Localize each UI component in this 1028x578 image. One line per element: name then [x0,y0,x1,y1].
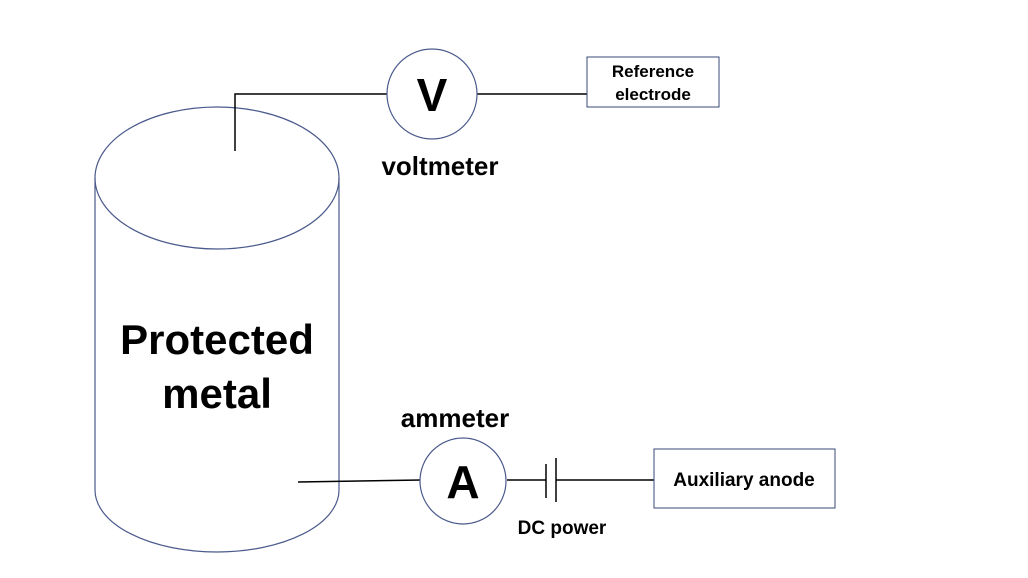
cylinder-label-line2: metal [162,370,272,417]
dc-power-source: DC power [518,458,654,539]
protected-metal-cylinder: Protected metal [94,106,340,553]
ammeter-circuit: A ammeter [297,403,546,525]
auxiliary-anode: Auxiliary anode [653,448,836,509]
ammeter-label: ammeter [401,403,509,433]
reference-electrode: Reference electrode [586,56,720,108]
ammeter-wire-left [297,479,422,483]
cylinder-top [94,106,340,250]
reference-electrode-label-line1: Reference [612,62,694,81]
auxiliary-anode-label: Auxiliary anode [673,470,815,491]
auxiliary-anode-box [653,448,836,509]
ammeter-circle [419,437,507,525]
cylinder-body [94,178,340,553]
voltmeter-circle [386,48,478,140]
dc-power-label: DC power [518,518,607,539]
ammeter-symbol: A [446,456,479,508]
voltmeter-wire-left [234,93,388,151]
cylinder-label-line1: Protected [120,316,314,363]
voltmeter-label: voltmeter [381,151,498,181]
voltmeter-symbol: V [417,69,448,121]
reference-electrode-label-line2: electrode [615,85,691,104]
reference-electrode-box [586,56,720,108]
voltmeter-circuit: V voltmeter [234,48,587,181]
